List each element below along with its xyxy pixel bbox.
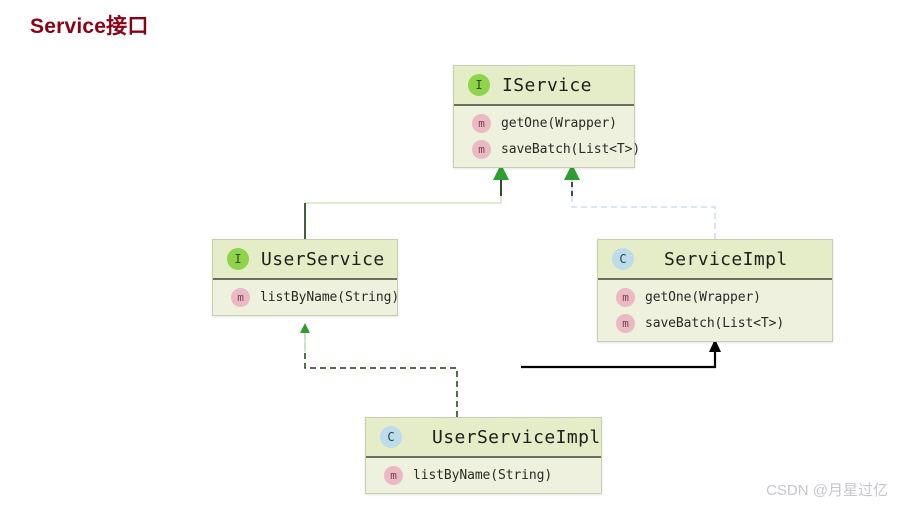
uml-class-header: I IService (454, 66, 634, 106)
method-icon: m (384, 465, 403, 485)
method-icon: m (472, 113, 491, 133)
page-title: Service接口 (30, 15, 149, 38)
uml-member-row[interactable]: m listByName(String) (366, 462, 601, 488)
uml-class-name: IService (502, 74, 592, 96)
connector-serviceimpl-to-iservice (564, 164, 716, 239)
uml-class-name: ServiceImpl (664, 248, 788, 270)
uml-member-row[interactable]: m saveBatch(List<T>) (598, 310, 832, 336)
uml-member-label: saveBatch(List<T>) (645, 315, 785, 331)
uml-class-userserviceimpl[interactable]: C UserServiceImpl m listByName(String) (365, 417, 602, 494)
connector-userserviceimpl-to-userservice (300, 323, 458, 417)
class-icon: C (612, 248, 634, 270)
uml-member-label: getOne(Wrapper) (501, 115, 617, 131)
uml-class-userservice[interactable]: I UserService m listByName(String) (212, 239, 400, 316)
uml-member-row[interactable]: m saveBatch(List<T>) (454, 136, 640, 162)
interface-icon: I (227, 248, 249, 270)
uml-member-label: listByName(String) (413, 467, 553, 483)
uml-class-members: m listByName(String) (366, 458, 601, 493)
uml-member-row[interactable]: m listByName(String) (213, 284, 400, 310)
uml-class-header: C UserServiceImpl (366, 418, 601, 458)
class-icon: C (380, 426, 402, 448)
method-icon: m (616, 287, 635, 307)
watermark: CSDN @月星过亿 (766, 482, 888, 499)
uml-class-members: m getOne(Wrapper) m saveBatch(List<T>) (598, 280, 832, 341)
connector-userservice-to-iservice (304, 164, 509, 239)
method-icon: m (616, 313, 635, 333)
uml-class-header: I UserService (213, 240, 397, 280)
uml-class-name: UserService (261, 248, 385, 270)
uml-class-members: m listByName(String) (213, 280, 400, 315)
uml-member-row[interactable]: m getOne(Wrapper) (598, 284, 832, 310)
uml-member-row[interactable]: m getOne(Wrapper) (454, 110, 634, 136)
uml-member-label: saveBatch(List<T>) (501, 141, 641, 157)
uml-class-serviceimpl[interactable]: C ServiceImpl m getOne(Wrapper) m saveBa… (597, 239, 833, 342)
interface-icon: I (468, 74, 490, 96)
uml-class-header: C ServiceImpl (598, 240, 832, 280)
method-icon: m (472, 139, 491, 159)
uml-member-label: getOne(Wrapper) (645, 289, 761, 305)
connector-userserviceimpl-to-serviceimpl (521, 339, 721, 369)
uml-class-name: UserServiceImpl (432, 426, 601, 448)
uml-class-members: m getOne(Wrapper) m saveBatch(List<T>) (454, 106, 640, 167)
uml-class-iservice[interactable]: I IService m getOne(Wrapper) m saveBatch… (453, 65, 640, 168)
method-icon: m (231, 287, 250, 307)
uml-member-label: listByName(String) (260, 289, 400, 305)
